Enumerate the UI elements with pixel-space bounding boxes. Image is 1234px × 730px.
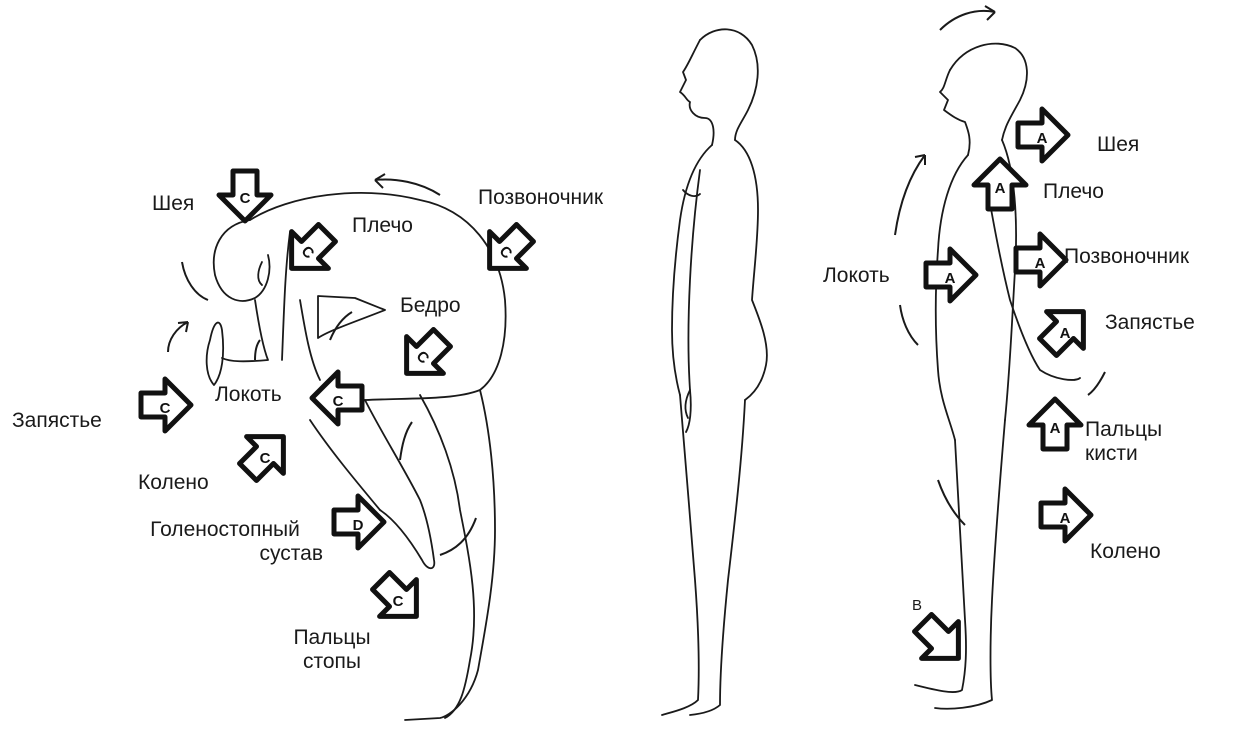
left-label-toes-line2: стопы: [282, 650, 382, 674]
svg-text:A: A: [1037, 130, 1048, 147]
svg-text:C: C: [160, 400, 171, 417]
svg-text:C: C: [333, 393, 344, 410]
middle-figure-outline: [662, 29, 767, 715]
svg-text:D: D: [353, 517, 364, 534]
right-label-shoulder: Плечо: [1043, 180, 1104, 204]
left-spine-arrow: C: [471, 215, 543, 287]
right-shoulder-arrow: A: [974, 159, 1026, 209]
left-label-spine: Позвоночник: [478, 186, 603, 210]
right-wrist-arrow: A: [1030, 293, 1102, 365]
svg-text:A: A: [945, 270, 956, 287]
right-label-neck: Шея: [1097, 133, 1139, 157]
svg-text:C: C: [240, 190, 251, 207]
svg-text:A: A: [1060, 510, 1071, 527]
right-label-toes-marker: B: [912, 594, 922, 618]
left-knee-arrow: C: [230, 418, 302, 490]
left-label-ankle: Голеностопный сустав: [125, 518, 325, 566]
right-label-fingers-line2: кисти: [1085, 442, 1162, 466]
left-label-hip: Бедро: [400, 294, 461, 318]
svg-text:C: C: [393, 593, 404, 610]
right-neck-arrow: A: [1018, 109, 1068, 161]
left-toes-arrow: C: [363, 563, 435, 635]
right-label-fingers-line1: Пальцы: [1085, 418, 1162, 442]
right-label-spine: Позвоночник: [1064, 245, 1189, 269]
left-label-ankle-line2: сустав: [125, 542, 325, 566]
left-label-toes: Пальцы стопы: [282, 626, 382, 674]
right-label-elbow: Локоть: [823, 264, 890, 288]
left-label-ankle-line1: Голеностопный: [125, 518, 325, 542]
right-elbow-arrow: A: [926, 249, 976, 301]
left-label-wrist: Запястье: [12, 409, 102, 433]
right-spine-arrow: A: [1016, 234, 1066, 286]
left-label-toes-line1: Пальцы: [282, 626, 382, 650]
left-label-shoulder: Плечо: [352, 214, 413, 238]
left-label-neck: Шея: [152, 192, 194, 216]
left-ankle-arrow: D: [334, 496, 384, 548]
left-label-knee: Колено: [138, 471, 209, 495]
right-label-wrist: Запястье: [1105, 311, 1195, 335]
svg-text:A: A: [1035, 255, 1046, 272]
right-label-fingers: Пальцы кисти: [1085, 418, 1162, 466]
svg-text:A: A: [1050, 420, 1061, 437]
left-wrist-arrow: C: [141, 379, 191, 431]
svg-text:A: A: [995, 180, 1006, 197]
right-label-knee: Колено: [1090, 540, 1161, 564]
svg-text:C: C: [260, 450, 271, 467]
right-fingers-arrow: A: [1029, 399, 1081, 449]
left-shoulder-arrow: C: [273, 215, 345, 287]
left-hip-arrow: C: [388, 320, 460, 392]
left-label-elbow: Локоть: [215, 383, 282, 407]
right-knee-arrow: A: [1041, 489, 1091, 541]
svg-text:A: A: [1060, 325, 1071, 342]
